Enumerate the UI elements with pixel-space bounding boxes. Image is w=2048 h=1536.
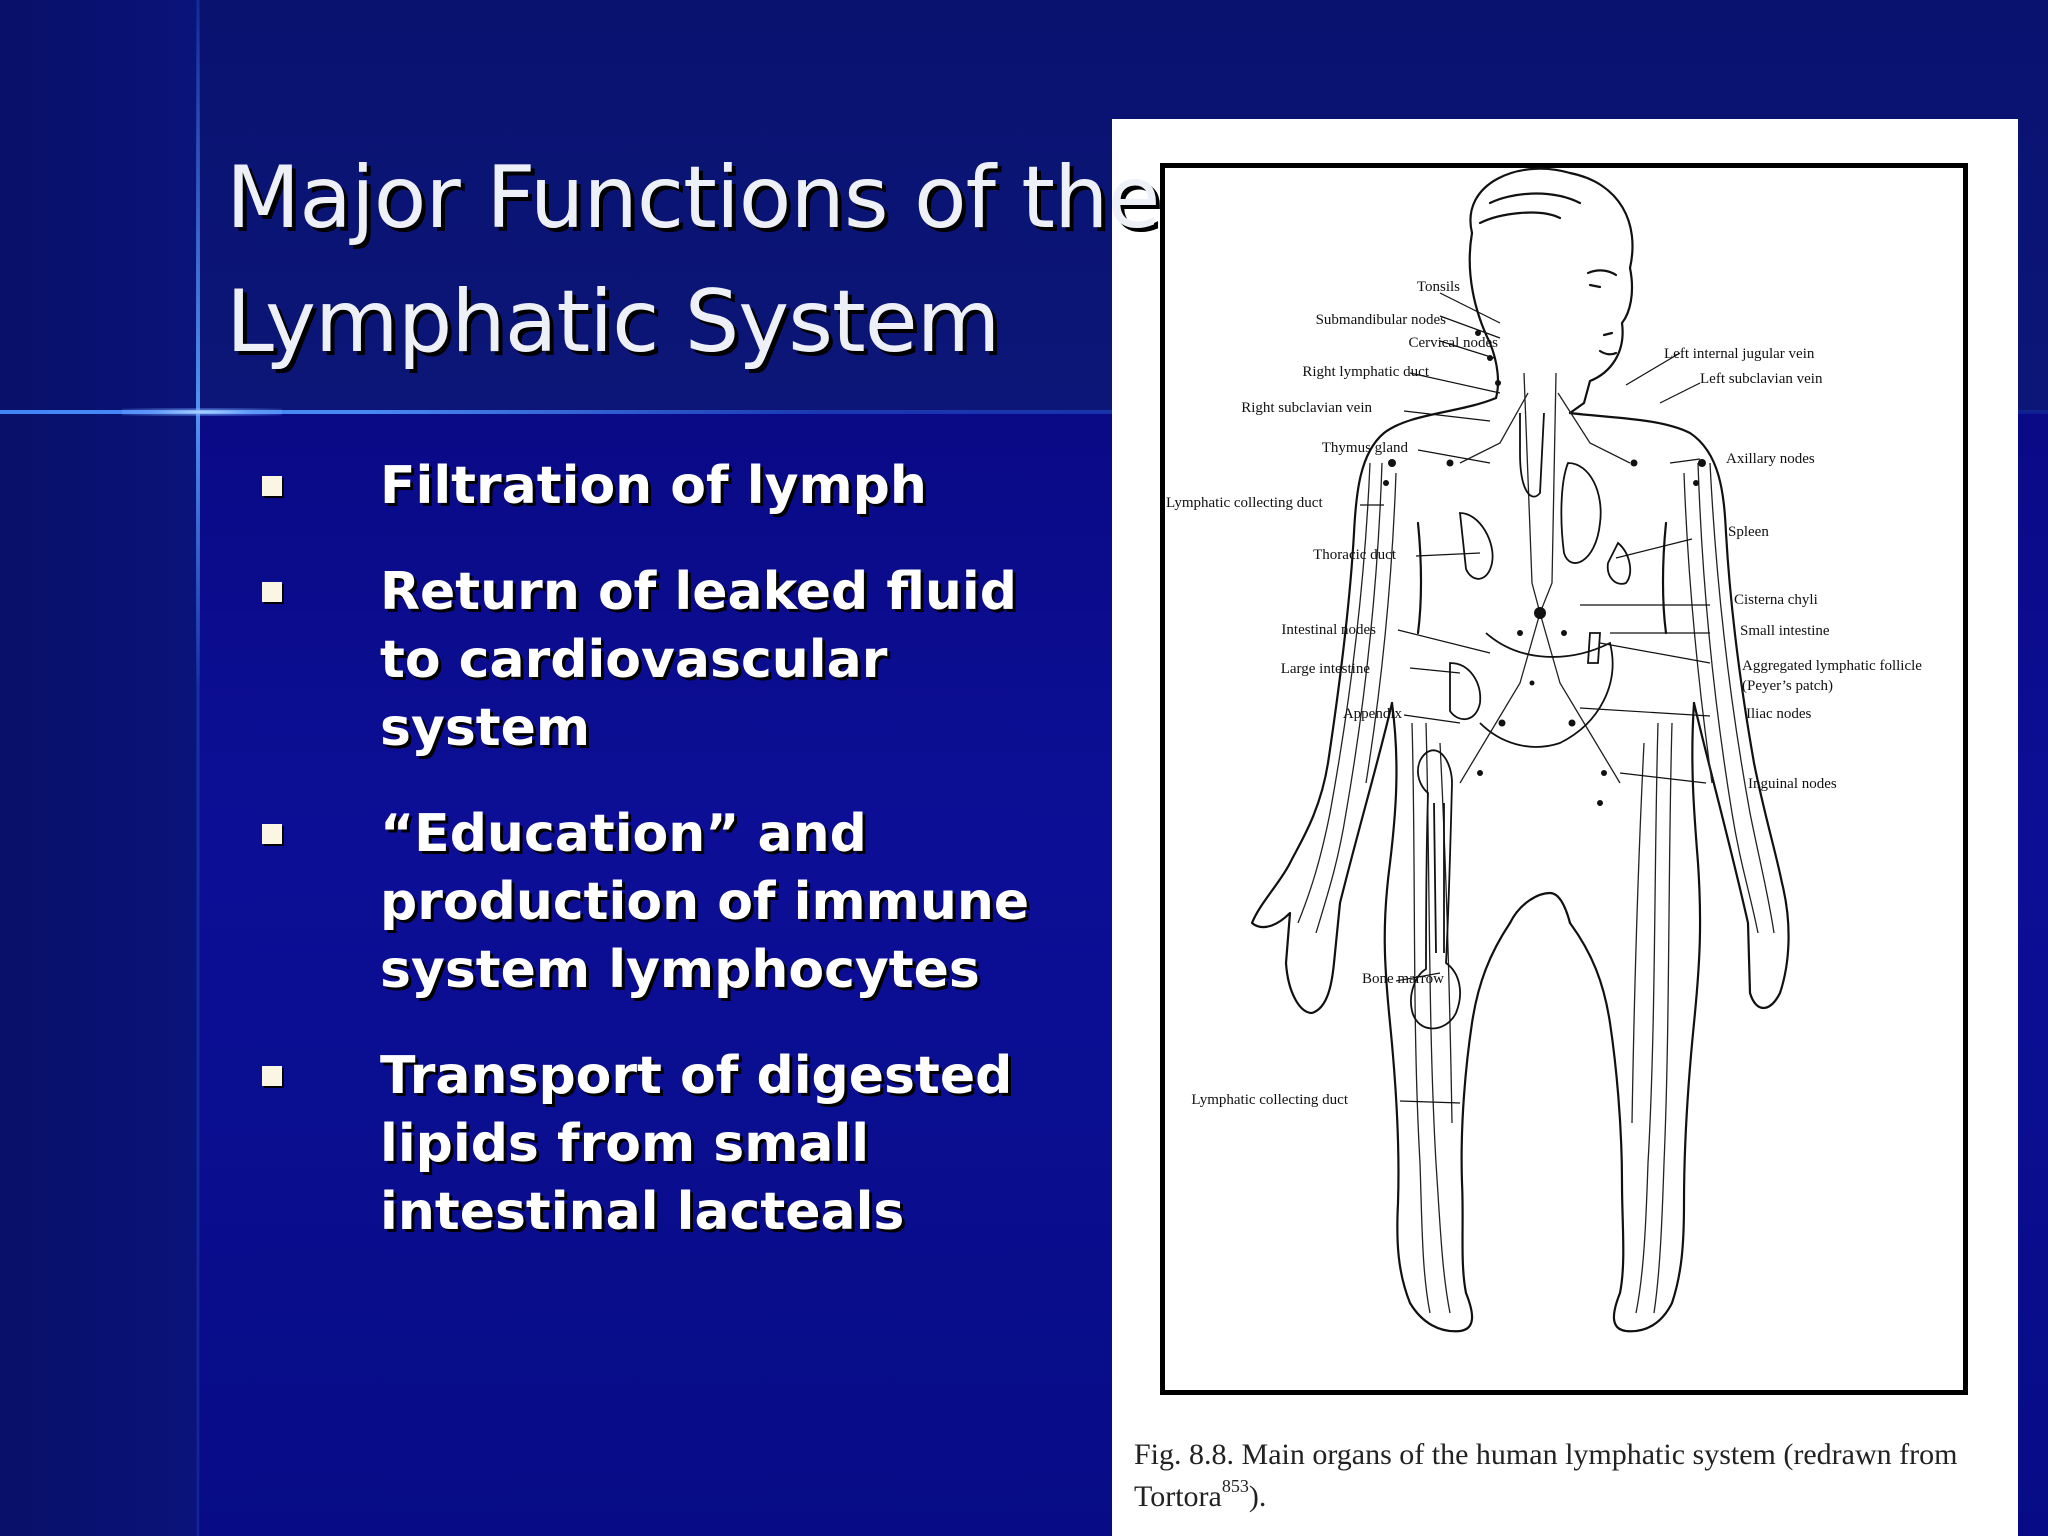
horizontal-glow-line xyxy=(0,410,2048,414)
figure-label: Submandibular nodes xyxy=(1315,312,1446,328)
figure-label: Aggregated lymphatic follicle xyxy=(1742,658,1922,674)
figure-label: Appendix xyxy=(1342,706,1402,722)
figure-label: Lymphatic collecting duct xyxy=(1191,1092,1348,1108)
figure-label: Thymus gland xyxy=(1321,440,1408,456)
glow-intersection xyxy=(122,408,282,416)
bullet-item: Filtration of lymph xyxy=(262,452,1062,520)
figure-label: Thoracic duct xyxy=(1313,547,1396,563)
bullet-item: Transport of digested lipids from small … xyxy=(262,1042,1062,1246)
figure-label: Spleen xyxy=(1728,524,1769,540)
figure-label: Right lymphatic duct xyxy=(1302,364,1429,380)
figure-label: Iliac nodes xyxy=(1746,706,1812,722)
figure-label: Left subclavian vein xyxy=(1700,371,1823,387)
figure-label: Left internal jugular vein xyxy=(1664,346,1815,362)
lymphatic-system-illustration xyxy=(1250,167,1790,1333)
figure-label: (Peyer’s patch) xyxy=(1742,678,1833,694)
square-bullet-icon xyxy=(262,582,282,602)
figure-label: Right subclavian vein xyxy=(1241,400,1372,416)
figure-label: Inguinal nodes xyxy=(1748,776,1837,792)
bullet-text: Transport of digested lipids from small … xyxy=(380,1046,1013,1242)
square-bullet-icon xyxy=(262,824,282,844)
figure-caption: Fig. 8.8. Main organs of the human lymph… xyxy=(1134,1434,2014,1518)
figure-label: Lymphatic collecting duct xyxy=(1166,495,1323,511)
bullet-text: Return of leaked fluid to cardiovascular… xyxy=(380,562,1017,758)
figure-label: Small intestine xyxy=(1740,623,1830,639)
figure-label: Tonsils xyxy=(1416,279,1460,295)
slide-title-line-2: Lymphatic System xyxy=(226,272,1000,372)
left-accent-band xyxy=(0,0,199,1536)
caption-reference: 853 xyxy=(1221,1476,1249,1496)
bullet-text: “Education” and production of immune sys… xyxy=(380,804,1030,1000)
slide-title: Major Functions of the Lymphatic System xyxy=(226,136,1160,384)
figure-label: Axillary nodes xyxy=(1726,451,1815,467)
bullet-list: Filtration of lymph Return of leaked flu… xyxy=(262,452,1062,1284)
vertical-glow-line xyxy=(196,0,200,1536)
figure-label: Large intestine xyxy=(1280,661,1370,677)
bullet-item: “Education” and production of immune sys… xyxy=(262,800,1062,1004)
square-bullet-icon xyxy=(262,1066,282,1086)
caption-end: ). xyxy=(1248,1480,1267,1513)
figure-label: Cisterna chyli xyxy=(1734,592,1818,608)
slide-title-line-1: Major Functions of the xyxy=(226,148,1160,248)
figure-frame xyxy=(1160,163,1968,1395)
square-bullet-icon xyxy=(262,476,282,496)
figure-panel xyxy=(1112,119,2018,1536)
figure-label: Cervical nodes xyxy=(1408,335,1498,351)
figure-label: Bone marrow xyxy=(1361,971,1444,987)
figure-label: Intestinal nodes xyxy=(1281,622,1376,638)
bullet-item: Return of leaked fluid to cardiovascular… xyxy=(262,558,1062,762)
bullet-text: Filtration of lymph xyxy=(380,456,927,516)
caption-text: Fig. 8.8. Main organs of the human lymph… xyxy=(1134,1438,1958,1513)
